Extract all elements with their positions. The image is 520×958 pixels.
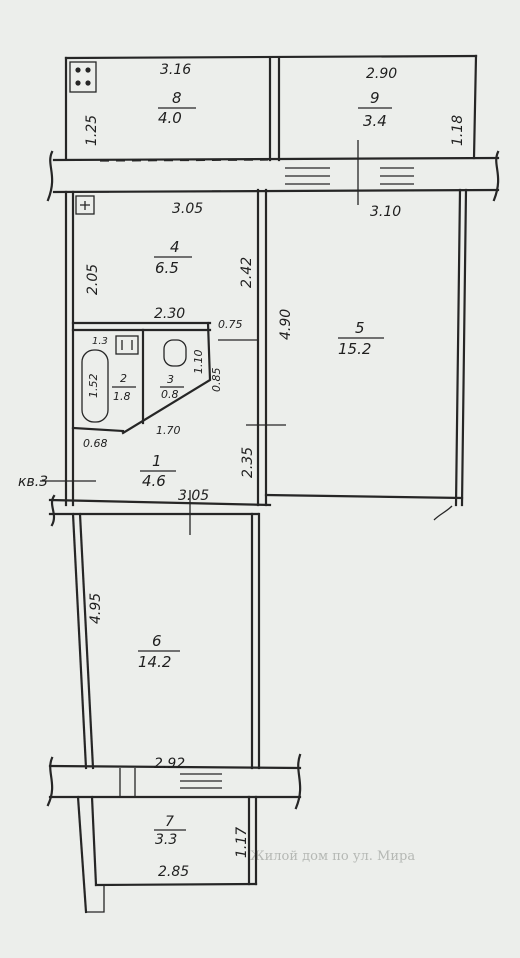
door-mark-8 bbox=[75, 195, 95, 215]
entrance-marker bbox=[40, 480, 453, 535]
apartment-label: кв.3 bbox=[18, 474, 48, 490]
bathtub-icon bbox=[81, 349, 109, 423]
dimension-2-05: 2.05 bbox=[85, 264, 101, 295]
dimension-2-42: 2.42 bbox=[239, 257, 255, 288]
dimension-0-85: 0.85 bbox=[210, 368, 223, 393]
svg-text:15.2: 15.2 bbox=[338, 340, 371, 358]
dimension-3-05-top: 3.05 bbox=[172, 201, 203, 217]
svg-text:6.5: 6.5 bbox=[155, 259, 179, 277]
dimension-1-70: 1.70 bbox=[156, 424, 181, 437]
svg-text:1: 1 bbox=[152, 452, 162, 470]
stove-icon bbox=[69, 61, 97, 93]
svg-text:2: 2 bbox=[120, 372, 127, 385]
dimension-0-68: 0.68 bbox=[83, 437, 108, 450]
dimension-2-30: 2.30 bbox=[154, 306, 185, 322]
room-label-5: 5 15.2 bbox=[338, 319, 384, 358]
bottom-room-walls bbox=[76, 795, 258, 914]
svg-text:3.3: 3.3 bbox=[155, 832, 177, 848]
dimension-1-25: 1.25 bbox=[84, 115, 100, 146]
svg-text:6: 6 bbox=[152, 632, 162, 650]
svg-text:4: 4 bbox=[170, 238, 180, 256]
svg-text:1.8: 1.8 bbox=[113, 390, 131, 403]
room-label-9: 9 3.4 bbox=[358, 89, 392, 130]
svg-text:3: 3 bbox=[167, 373, 174, 386]
svg-text:3.4: 3.4 bbox=[363, 112, 387, 130]
svg-text:9: 9 bbox=[370, 89, 380, 107]
svg-text:8: 8 bbox=[172, 89, 182, 107]
dimension-1-3: 1.3 bbox=[92, 336, 108, 347]
sink-icon bbox=[115, 335, 139, 355]
window-top-right bbox=[285, 140, 414, 205]
dimension-3-05-bottom: 3.05 bbox=[178, 488, 209, 504]
window-bottom bbox=[119, 768, 222, 797]
dimension-2-92: 2.92 bbox=[154, 756, 185, 772]
dimension-2-85: 2.85 bbox=[158, 864, 189, 880]
dimension-0-75: 0.75 bbox=[218, 318, 243, 331]
background-caption: Жилой дом по ул. Мира bbox=[250, 849, 415, 864]
svg-text:14.2: 14.2 bbox=[138, 653, 171, 671]
dimension-1-17: 1.17 bbox=[234, 827, 250, 858]
dimension-4-95: 4.95 bbox=[88, 593, 104, 624]
room-label-3: 3 0.8 bbox=[160, 373, 184, 401]
middle-block-walls bbox=[64, 188, 468, 507]
dimension-3-10: 3.10 bbox=[370, 204, 401, 220]
svg-text:4.0: 4.0 bbox=[158, 109, 182, 127]
dimension-labels: 3.16 2.90 1.25 1.18 3.05 3.10 2.05 2.42 … bbox=[83, 62, 466, 880]
svg-text:4.6: 4.6 bbox=[142, 472, 166, 490]
dimension-2-90: 2.90 bbox=[366, 66, 397, 82]
svg-text:0.8: 0.8 bbox=[161, 388, 179, 401]
dimension-3-16: 3.16 bbox=[160, 62, 191, 78]
svg-text:7: 7 bbox=[165, 814, 174, 830]
dimension-2-35: 2.35 bbox=[240, 447, 256, 478]
dimension-1-10: 1.10 bbox=[192, 350, 205, 375]
toilet-icon bbox=[163, 339, 187, 367]
dimension-1-18: 1.18 bbox=[450, 115, 466, 146]
exterior-wall-band bbox=[46, 150, 500, 202]
upper-strip-walls bbox=[64, 54, 478, 162]
room-label-1: 1 4.6 bbox=[140, 452, 176, 490]
room-label-6: 6 14.2 bbox=[138, 632, 180, 671]
room-label-2: 2 1.8 bbox=[112, 372, 136, 403]
dimension-4-90: 4.90 bbox=[278, 309, 294, 340]
dimension-1-52: 1.52 bbox=[87, 374, 100, 399]
room-label-7: 7 3.3 bbox=[154, 814, 186, 848]
room-label-4: 4 6.5 bbox=[154, 238, 192, 277]
room-label-8: 8 4.0 bbox=[158, 89, 196, 127]
svg-text:5: 5 bbox=[355, 319, 365, 337]
